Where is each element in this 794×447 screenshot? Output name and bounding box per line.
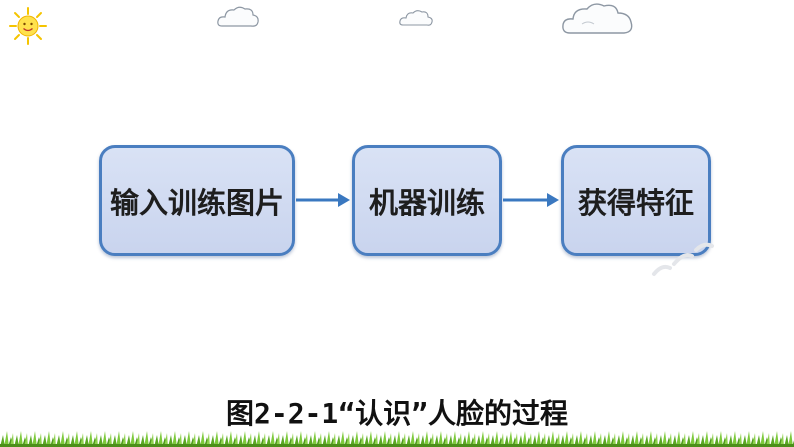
flow-step-obtain-features: 获得特征 bbox=[561, 145, 711, 256]
flow-step-label: 机器训练 bbox=[368, 185, 485, 220]
flow-step-label: 输入训练图片 bbox=[109, 185, 284, 220]
flow-step-input-training-images: 输入训练图片 bbox=[99, 145, 295, 256]
flow-step-label: 获得特征 bbox=[577, 185, 694, 220]
cloud-icon bbox=[562, 3, 633, 34]
cloud-icon bbox=[217, 6, 259, 27]
watermark-icon bbox=[652, 242, 714, 276]
cloud-icon bbox=[399, 10, 433, 26]
flow-step-machine-training: 机器训练 bbox=[352, 145, 502, 256]
arrow-right-icon bbox=[503, 193, 559, 207]
arrow-right-icon bbox=[296, 193, 350, 207]
grass-border bbox=[0, 427, 794, 447]
figure-caption: 图2-2-1“认识”人脸的过程 bbox=[225, 397, 568, 430]
sun-icon bbox=[9, 7, 47, 45]
